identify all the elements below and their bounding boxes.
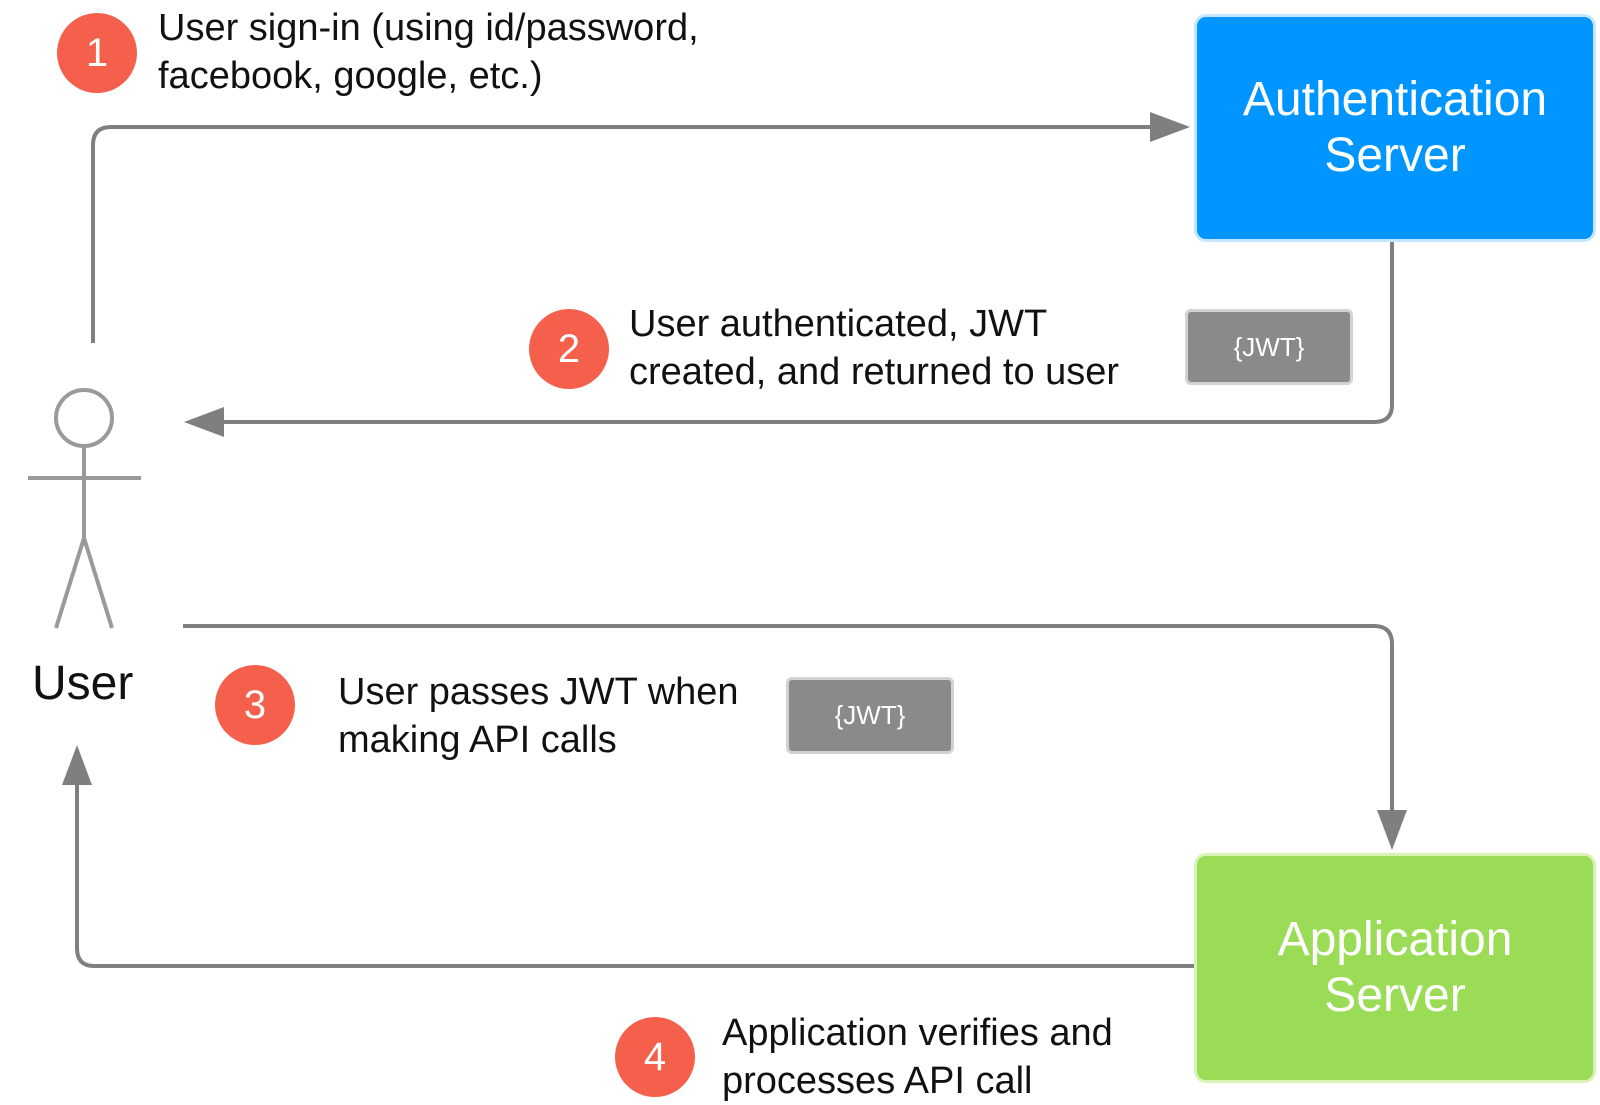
step-2-badge: 2 [529,309,609,389]
jwt-token-step-3: {JWT} [786,677,954,754]
arrow-token-return [224,240,1394,424]
arrowhead-signin [1150,112,1190,142]
arrowhead-api-response [62,745,92,785]
step-1-badge: 1 [57,13,137,93]
authentication-server: Authentication Server [1194,14,1596,242]
arrow-api-call [183,624,1394,810]
application-server: Application Server [1194,853,1596,1083]
step-1-text: User sign-in (using id/password, faceboo… [158,7,699,97]
user-actor-label: User [32,657,134,710]
step-4-badge: 4 [615,1017,695,1097]
arrowhead-token-return [184,407,224,437]
step-3-text: User passes JWT when making API calls [338,671,739,761]
step-3-badge: 3 [215,665,295,745]
stick-figure-icon [28,388,141,629]
step-4-text: Application verifies and processes API c… [722,1012,1113,1102]
step-2-text: User authenticated, JWT created, and ret… [629,303,1120,393]
arrow-api-response [75,785,1196,968]
arrow-signin [91,125,1150,343]
arrowhead-api-call [1377,810,1407,850]
jwt-token-step-2: {JWT} [1185,309,1353,385]
